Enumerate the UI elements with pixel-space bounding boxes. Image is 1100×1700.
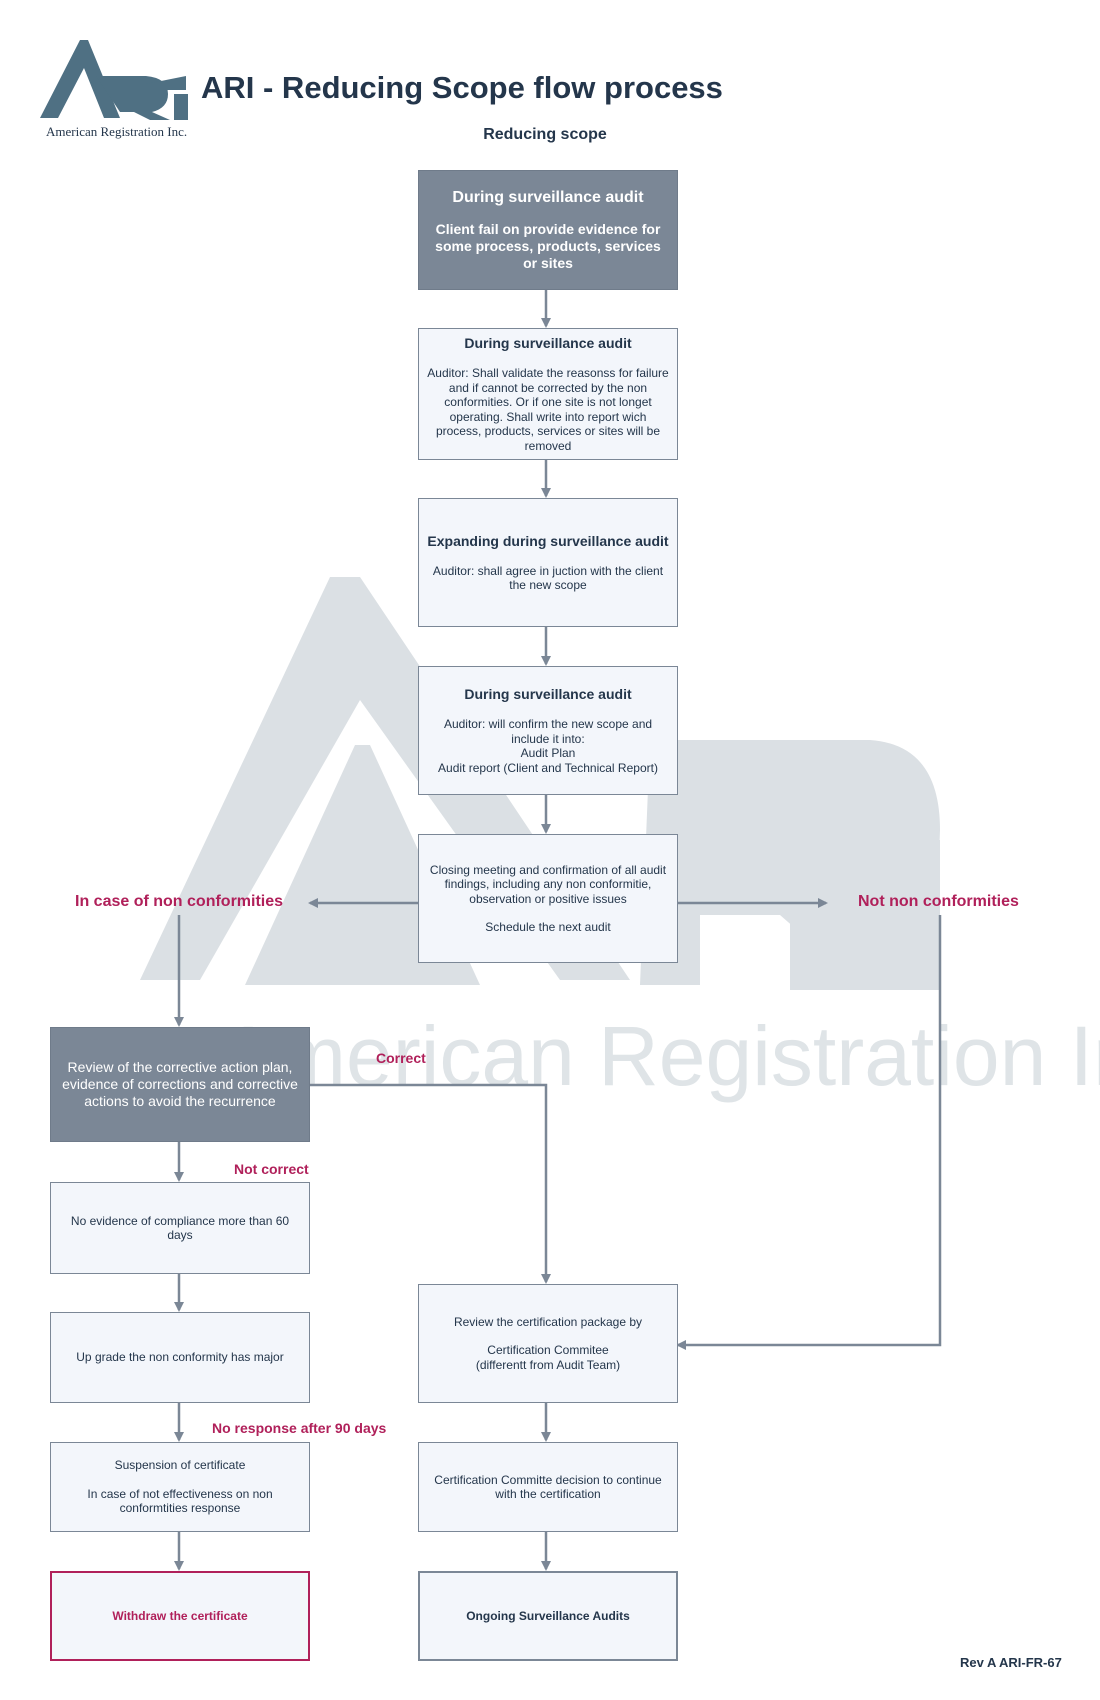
page-title: ARI - Reducing Scope flow process bbox=[201, 70, 723, 105]
label-not-correct: Not correct bbox=[234, 1161, 309, 1177]
node-start: During surveillance audit Client fail on… bbox=[418, 170, 678, 290]
node-closing-body2: Schedule the next audit bbox=[485, 920, 611, 934]
node-upgrade: Up grade the non conformity has major bbox=[50, 1312, 310, 1403]
node-validate-body: Auditor: Shall validate the reasonss for… bbox=[427, 366, 669, 453]
node-expanding-body: Auditor: shall agree in juction with the… bbox=[432, 563, 664, 593]
node-validate-heading: During surveillance audit bbox=[464, 335, 632, 351]
node-no-evidence-body: No evidence of compliance more than 60 d… bbox=[70, 1213, 290, 1243]
node-review-cap: Review of the corrective action plan, ev… bbox=[50, 1027, 310, 1142]
arrow-no-nc-to-package bbox=[676, 915, 942, 1350]
label-no-response: No response after 90 days bbox=[212, 1420, 387, 1436]
node-validate: During surveillance audit Auditor: Shall… bbox=[418, 328, 678, 460]
node-expanding: Expanding during surveillance audit Audi… bbox=[418, 498, 678, 627]
node-review-package-body2: Certification Commitee (differentt from … bbox=[475, 1343, 621, 1372]
node-upgrade-body: Up grade the non conformity has major bbox=[76, 1350, 284, 1365]
node-closing-body: Closing meeting and confirmation of all … bbox=[429, 862, 667, 906]
node-ongoing-body: Ongoing Surveillance Audits bbox=[466, 1608, 630, 1623]
label-not-nonconformities: Not non conformities bbox=[858, 893, 1019, 910]
node-confirm: During surveillance audit Auditor: will … bbox=[418, 666, 678, 795]
node-review-package-body: Review the certification package by bbox=[453, 1314, 643, 1329]
node-confirm-body: Auditor: will confirm the new scope and … bbox=[438, 717, 658, 775]
node-review-package: Review the certification package by Cert… bbox=[418, 1284, 678, 1403]
node-review-cap-body: Review of the corrective action plan, ev… bbox=[62, 1059, 298, 1109]
node-start-heading: During surveillance audit bbox=[452, 189, 644, 206]
node-closing: Closing meeting and confirmation of all … bbox=[418, 834, 678, 963]
node-decision-body: Certification Committe decision to conti… bbox=[434, 1472, 662, 1502]
node-start-body: Client fail on provide evidence for some… bbox=[435, 221, 661, 271]
node-suspension-body2: In case of not effectiveness on non conf… bbox=[87, 1486, 273, 1516]
node-ongoing: Ongoing Surveillance Audits bbox=[418, 1571, 678, 1661]
label-correct: Correct bbox=[376, 1050, 426, 1066]
node-confirm-heading: During surveillance audit bbox=[464, 686, 632, 702]
arrow-correct-to-package bbox=[308, 1083, 551, 1284]
ari-logo: American Registration Inc. bbox=[40, 40, 188, 139]
logo-caption: American Registration Inc. bbox=[46, 124, 187, 139]
revision-footer: Rev A ARI-FR-67 bbox=[960, 1655, 1062, 1670]
node-withdraw: Withdraw the certificate bbox=[50, 1571, 310, 1661]
node-withdraw-body: Withdraw the certificate bbox=[112, 1608, 248, 1623]
node-expanding-heading: Expanding during surveillance audit bbox=[427, 532, 669, 549]
node-suspension: Suspension of certificate In case of not… bbox=[50, 1442, 310, 1532]
node-decision: Certification Committe decision to conti… bbox=[418, 1442, 678, 1532]
flow-subtitle: Reducing scope bbox=[483, 126, 607, 143]
node-no-evidence: No evidence of compliance more than 60 d… bbox=[50, 1182, 310, 1274]
label-nonconformities: In case of non conformities bbox=[75, 893, 284, 910]
node-suspension-body: Suspension of certificate bbox=[114, 1458, 246, 1473]
